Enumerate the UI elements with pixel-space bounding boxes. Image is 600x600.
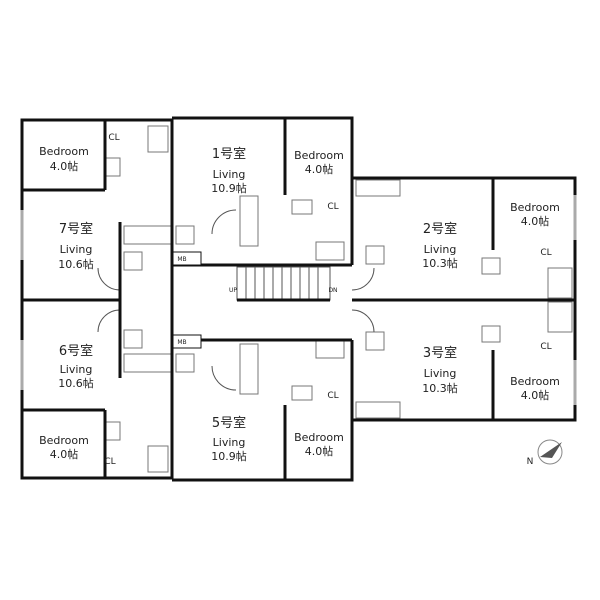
unit-1: 1号室 Living 10.9帖 Bedroom 4.0帖 CL (211, 146, 344, 212)
unit-3: 3号室 Living 10.3帖 Bedroom 4.0帖 CL (422, 342, 560, 402)
bedroom-label: Bedroom (510, 201, 560, 214)
closet-label: CL (108, 133, 119, 143)
unit-name: 5号室 (212, 415, 246, 431)
unit-name: 2号室 (423, 221, 457, 237)
closet-label: CL (327, 391, 338, 401)
living-size: 10.3帖 (422, 257, 458, 270)
unit-name: 3号室 (423, 345, 457, 361)
living-size: 10.6帖 (58, 258, 94, 271)
mb-label-bottom: MB (177, 339, 186, 346)
unit-6: 6号室 Living 10.6帖 Bedroom 4.0帖 CL (39, 343, 116, 467)
unit-5: 5号室 Living 10.9帖 Bedroom 4.0帖 CL (211, 391, 344, 463)
stairs-down-label: DN (328, 287, 337, 294)
bedroom-label: Bedroom (294, 431, 344, 444)
mb-label-top: MB (177, 256, 186, 263)
closet-label: CL (104, 457, 115, 467)
walls (20, 116, 577, 482)
unit-7: Bedroom 4.0帖 CL 7号室 Living 10.6帖 (39, 133, 120, 271)
living-label: Living (213, 168, 246, 181)
common-area: MB MB UP DN (172, 251, 338, 349)
bedroom-size: 4.0帖 (521, 389, 550, 402)
north-label: N (527, 457, 534, 467)
living-size: 10.6帖 (58, 377, 94, 390)
closet-label: CL (540, 342, 551, 352)
unit-name: 7号室 (59, 221, 93, 237)
bedroom-label: Bedroom (39, 434, 89, 447)
bedroom-size: 4.0帖 (50, 160, 79, 173)
compass: N (527, 439, 563, 467)
bedroom-label: Bedroom (294, 149, 344, 162)
living-size: 10.9帖 (211, 182, 247, 195)
unit-name: 1号室 (212, 146, 246, 162)
bedroom-label: Bedroom (39, 145, 89, 158)
living-label: Living (213, 436, 246, 449)
unit-name: 6号室 (59, 343, 93, 359)
north-arrow-icon (540, 442, 562, 458)
closet-label: CL (327, 202, 338, 212)
living-label: Living (424, 243, 457, 256)
staircase (236, 266, 331, 301)
bedroom-label: Bedroom (510, 375, 560, 388)
closet-label: CL (540, 248, 551, 258)
living-size: 10.9帖 (211, 450, 247, 463)
stairs-up-label: UP (229, 287, 237, 294)
unit-2: 2号室 Living 10.3帖 Bedroom 4.0帖 CL (422, 201, 560, 270)
bedroom-size: 4.0帖 (305, 445, 334, 458)
fixtures (97, 125, 573, 473)
bedroom-size: 4.0帖 (305, 163, 334, 176)
bedroom-size: 4.0帖 (521, 215, 550, 228)
living-label: Living (60, 243, 93, 256)
bedroom-size: 4.0帖 (50, 448, 79, 461)
living-label: Living (424, 367, 457, 380)
living-size: 10.3帖 (422, 382, 458, 395)
living-label: Living (60, 363, 93, 376)
